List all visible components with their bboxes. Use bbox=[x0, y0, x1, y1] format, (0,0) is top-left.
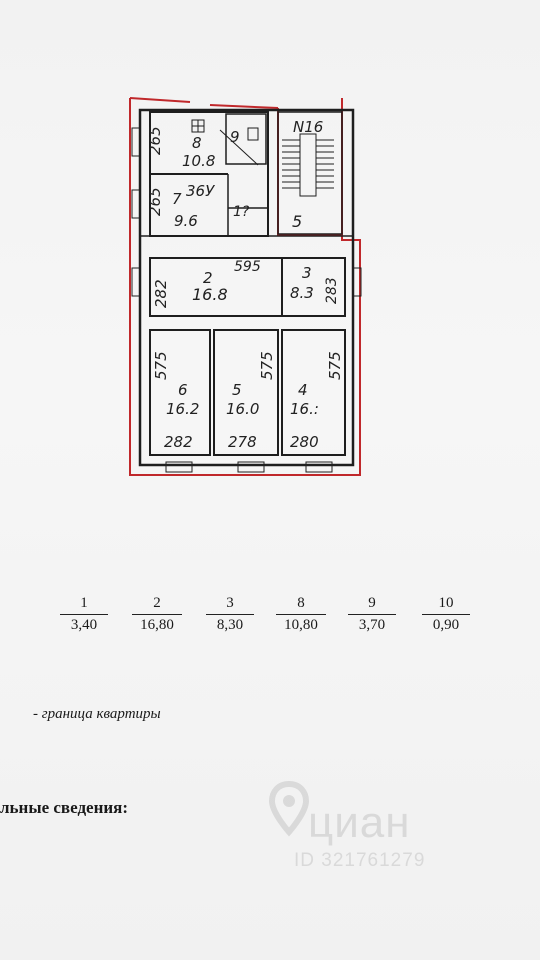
dim-575-right: 575 bbox=[326, 351, 344, 380]
watermark-id: ID 321761279 bbox=[294, 850, 426, 871]
room-3-area: 8.3 bbox=[290, 284, 314, 302]
room-4-number: 4 bbox=[298, 381, 308, 399]
area-room-number: 2 bbox=[153, 595, 161, 611]
fraction-line bbox=[132, 614, 182, 615]
area-value: 8,30 bbox=[216, 617, 244, 633]
area-room-number: 10 bbox=[438, 595, 454, 611]
dim-265-upper: 265 bbox=[146, 126, 164, 155]
dim-282-mid: 282 bbox=[152, 279, 170, 308]
room-5-area: 16.0 bbox=[226, 400, 259, 418]
flat-number: N16 bbox=[293, 118, 323, 136]
room-4-area: 16.: bbox=[290, 400, 319, 418]
area-value: 3,70 bbox=[358, 617, 386, 633]
room-5-number: 5 bbox=[232, 381, 242, 399]
area-value: 0,90 bbox=[432, 617, 460, 633]
room-2-area: 16.8 bbox=[192, 285, 228, 304]
room-2-number: 2 bbox=[203, 269, 213, 287]
stair-label: 5 bbox=[292, 212, 302, 231]
area-entry: 1 3,40 bbox=[60, 595, 108, 634]
dim-283: 283 bbox=[324, 277, 340, 304]
room-7-number: 7 bbox=[172, 190, 182, 208]
room-9-number: 9 bbox=[230, 128, 240, 146]
area-entry: 10 0,90 bbox=[422, 595, 470, 634]
area-entry: 9 3,70 bbox=[348, 595, 396, 634]
dim-265-lower: 265 bbox=[146, 187, 164, 216]
apartment-boundary-legend: - граница квартиры bbox=[33, 706, 161, 722]
dim-282-bottom: 282 bbox=[164, 433, 193, 451]
area-room-number: 3 bbox=[226, 595, 234, 611]
room-6-number: 6 bbox=[178, 381, 188, 399]
fraction-line bbox=[422, 614, 470, 615]
watermark-brand: циан bbox=[308, 798, 411, 847]
room-7-area: 9.6 bbox=[174, 212, 198, 230]
dim-1: 1? bbox=[233, 204, 250, 220]
room-3-number: 3 bbox=[302, 264, 312, 282]
fraction-line bbox=[348, 614, 396, 615]
area-value: 16,80 bbox=[140, 617, 174, 633]
dim-595: 595 bbox=[234, 259, 261, 275]
fraction-line bbox=[276, 614, 326, 615]
dim-575-mid: 575 bbox=[258, 351, 276, 380]
room-8-area: 10.8 bbox=[182, 152, 215, 170]
cian-watermark: циан ID 321761279 bbox=[258, 780, 498, 880]
area-room-number: 8 bbox=[297, 595, 305, 611]
room-8-number: 8 bbox=[192, 134, 202, 152]
dim-364: 36У bbox=[186, 182, 215, 200]
fraction-line bbox=[206, 614, 254, 615]
floor-plan-drawing: 265 265 8 10.8 9 7 36У 9.6 1? N16 5 595 … bbox=[129, 97, 362, 476]
area-entry: 8 10,80 bbox=[276, 595, 326, 634]
area-room-number: 9 bbox=[368, 595, 376, 611]
area-value: 3,40 bbox=[70, 617, 98, 633]
dim-575-left: 575 bbox=[152, 351, 170, 380]
fraction-line bbox=[60, 614, 108, 615]
area-value: 10,80 bbox=[284, 617, 318, 633]
room-6-area: 16.2 bbox=[166, 400, 199, 418]
dim-280: 280 bbox=[290, 433, 319, 451]
area-room-number: 1 bbox=[80, 595, 88, 611]
floor-plan: 265 265 8 10.8 9 7 36У 9.6 1? N16 5 595 … bbox=[120, 90, 380, 485]
area-entry: 3 8,30 bbox=[206, 595, 254, 634]
dim-278: 278 bbox=[228, 433, 257, 451]
area-entry: 2 16,80 bbox=[132, 595, 182, 634]
location-pin-icon bbox=[268, 780, 310, 837]
section-heading: льные сведения: bbox=[0, 798, 129, 817]
